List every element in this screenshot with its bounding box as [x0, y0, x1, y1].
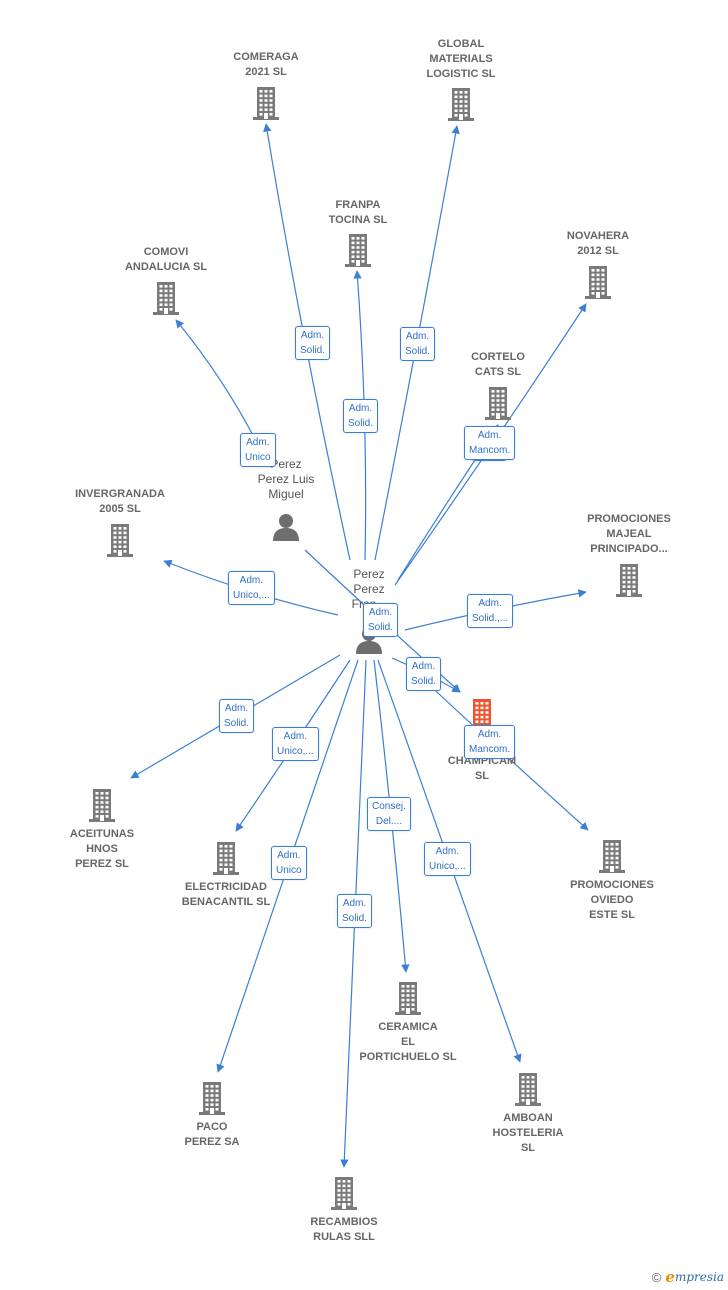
building-icon[interactable] — [614, 562, 644, 603]
building-icon[interactable] — [197, 1080, 227, 1121]
node-label: RECAMBIOS RULAS SLL — [310, 1216, 378, 1243]
node-label: ACEITUNAS HNOS PEREZ SL — [69, 828, 135, 870]
building-icon[interactable] — [329, 1175, 359, 1216]
node-label: PROMOCIONES OVIEDO ESTE SL — [570, 879, 654, 921]
building-icon[interactable] — [583, 264, 613, 305]
building-icon[interactable] — [211, 840, 241, 881]
building-icon[interactable] — [105, 522, 135, 563]
node-label: NOVAHERA 2012 SL — [566, 230, 630, 257]
node-label: CORTELO CATS SL — [471, 351, 525, 378]
role-badge[interactable]: Adm. Solid.,... — [467, 594, 514, 628]
building-icon[interactable] — [513, 1071, 543, 1112]
role-badge[interactable]: Adm. Solid. — [343, 399, 379, 433]
role-badge[interactable]: Adm. Unico,... — [228, 571, 275, 605]
role-badge[interactable]: Adm. Mancom. — [464, 725, 516, 759]
node-label: ELECTRICIDAD BENACANTIL SL — [181, 881, 271, 908]
edge-perezluis-comovi — [175, 319, 259, 446]
copyright-icon: © — [651, 1269, 662, 1285]
role-badge[interactable]: Adm. Solid. — [400, 327, 436, 361]
building-icon[interactable] — [343, 232, 373, 273]
role-badge[interactable]: Adm. Unico — [240, 433, 276, 467]
role-badge[interactable]: Adm. Unico,... — [272, 727, 319, 761]
building-icon[interactable] — [151, 280, 181, 321]
building-icon[interactable] — [483, 385, 513, 426]
role-badge[interactable]: Adm. Solid. — [295, 326, 331, 360]
role-badge[interactable]: Adm. Solid. — [219, 699, 255, 733]
building-icon[interactable] — [446, 86, 476, 127]
role-badge[interactable]: Consej. Del.... — [367, 797, 411, 831]
role-badge[interactable]: Adm. Mancom. — [464, 426, 516, 460]
empresia-logo-text: mpresia — [674, 1270, 724, 1284]
role-badge[interactable]: Adm. Solid. — [337, 894, 373, 928]
node-label: AMBOAN HOSTELERIA SL — [492, 1112, 564, 1154]
node-label: Perez Perez Luis Miguel — [257, 457, 315, 501]
role-badge[interactable]: Adm. Unico,... — [424, 842, 471, 876]
person-icon[interactable] — [271, 512, 301, 547]
copyright-footer: © e mpresia — [652, 1268, 724, 1286]
node-label: COMERAGA 2021 SL — [233, 51, 299, 78]
node-label: INVERGRANADA 2005 SL — [75, 488, 165, 515]
role-badge[interactable]: Adm. Solid. — [363, 603, 399, 637]
node-label: PACO PEREZ SA — [184, 1121, 240, 1148]
role-badge[interactable]: Adm. Solid. — [406, 657, 442, 691]
empresia-logo-initial: e — [665, 1268, 675, 1286]
building-icon[interactable] — [87, 787, 117, 828]
node-label: PROMOCIONES MAJEAL PRINCIPADO... — [587, 513, 671, 555]
node-label: COMOVI ANDALUCIA SL — [124, 246, 208, 273]
node-label: CERAMICA EL PORTICHUELO SL — [359, 1021, 457, 1063]
building-icon[interactable] — [251, 85, 281, 126]
node-label: FRANPA TOCINA SL — [328, 199, 388, 226]
node-label: GLOBAL MATERIALS LOGISTIC SL — [426, 38, 496, 80]
role-badge[interactable]: Adm. Unico — [271, 846, 307, 880]
building-icon[interactable] — [597, 838, 627, 879]
building-icon[interactable] — [393, 980, 423, 1021]
